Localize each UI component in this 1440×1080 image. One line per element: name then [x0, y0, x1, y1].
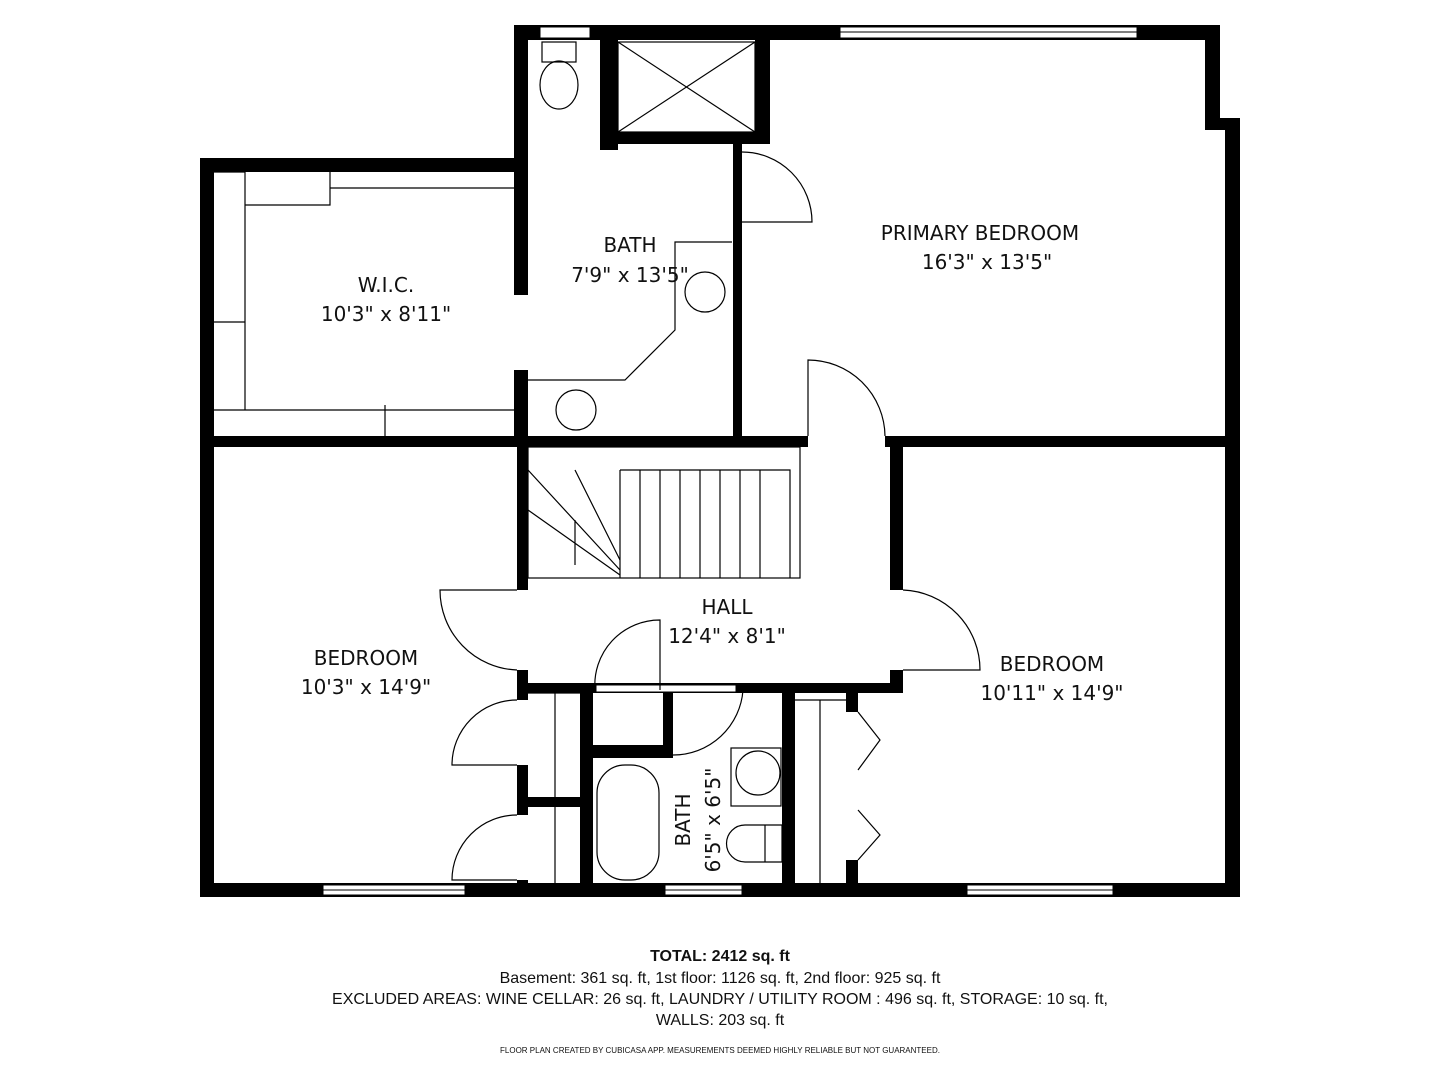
walls	[200, 25, 1240, 897]
walls-area: WALLS: 203 sq. ft	[655, 1012, 785, 1029]
excluded-areas: EXCLUDED AREAS: WINE CELLAR: 26 sq. ft, …	[332, 991, 1108, 1008]
stairs	[527, 446, 801, 579]
room-name: BATH	[603, 233, 656, 257]
sink	[730, 747, 782, 807]
room-labels: PRIMARY BEDROOM 16'3" x 13'5" BATH 7'9" …	[301, 221, 1124, 872]
toilet	[539, 60, 579, 110]
room-name: HALL	[701, 595, 753, 619]
room-size: 7'9" x 13'5"	[571, 263, 689, 287]
room-size: 6'5" x 6'5"	[701, 768, 725, 873]
floor-areas: Basement: 361 sq. ft, 1st floor: 1126 sq…	[499, 970, 941, 987]
room-name: PRIMARY BEDROOM	[881, 221, 1079, 245]
room-size: 10'3" x 14'9"	[301, 675, 431, 699]
room-name: W.I.C.	[358, 273, 414, 297]
total-area: TOTAL: 2412 sq. ft	[650, 948, 790, 965]
toilet-tank	[541, 41, 577, 63]
tub	[596, 764, 660, 881]
room-name: BEDROOM	[1000, 652, 1104, 676]
windows	[322, 26, 1138, 896]
room-size: 12'4" x 8'1"	[668, 624, 786, 648]
room-name: BATH	[671, 793, 695, 846]
fixtures	[214, 41, 981, 883]
room-name: BEDROOM	[314, 646, 418, 670]
door-swing	[741, 151, 813, 223]
room-size: 10'3" x 8'11"	[321, 302, 451, 326]
toilet	[725, 824, 783, 863]
credit-note: FLOOR PLAN CREATED BY CUBICASA APP. MEAS…	[500, 1046, 940, 1055]
shower	[617, 41, 756, 133]
room-size: 10'11" x 14'9"	[980, 681, 1123, 705]
vanity	[528, 241, 732, 381]
room-size: 16'3" x 13'5"	[922, 250, 1052, 274]
